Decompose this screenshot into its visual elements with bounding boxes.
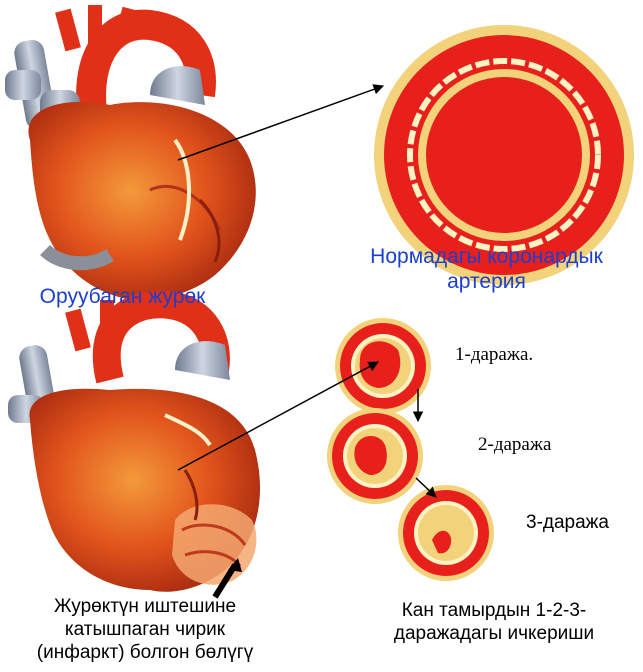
stenosis-degree-3 (398, 485, 494, 581)
infarct-label-line1: Журөктүн иштешине (0, 596, 290, 619)
degree-3-label: 3-даража (526, 512, 609, 535)
normal-artery-label: Нормадагы коронардык артерия (330, 244, 643, 294)
heart-bottom (8, 300, 260, 597)
stenosis-label-line2: даражадагы ичкериши (345, 623, 643, 646)
normal-artery-label-line2: артерия (330, 269, 643, 294)
degree-1-label: 1-даража. (455, 344, 533, 367)
stenosis-label-line1: Кан тамырдын 1-2-3- (345, 600, 643, 623)
infarct-label: Журөктүн иштешине катышпаган чирик (инфа… (0, 596, 290, 664)
diseased-heart-label: Оруубаган журөк (0, 284, 245, 309)
heart-top (5, 5, 256, 300)
degree-2-label: 2-даража (478, 434, 551, 457)
infarct-label-line3: (инфаркт) болгон бөлүгү (0, 642, 290, 665)
stenosis-label: Кан тамырдын 1-2-3- даражадагы ичкериши (345, 600, 643, 646)
normal-artery-label-line1: Нормадагы коронардык (330, 244, 643, 269)
stenosis-degree-1 (335, 318, 431, 414)
infarct-label-line2: катышпаган чирик (0, 619, 290, 642)
stenosis-degree-2 (327, 408, 423, 504)
